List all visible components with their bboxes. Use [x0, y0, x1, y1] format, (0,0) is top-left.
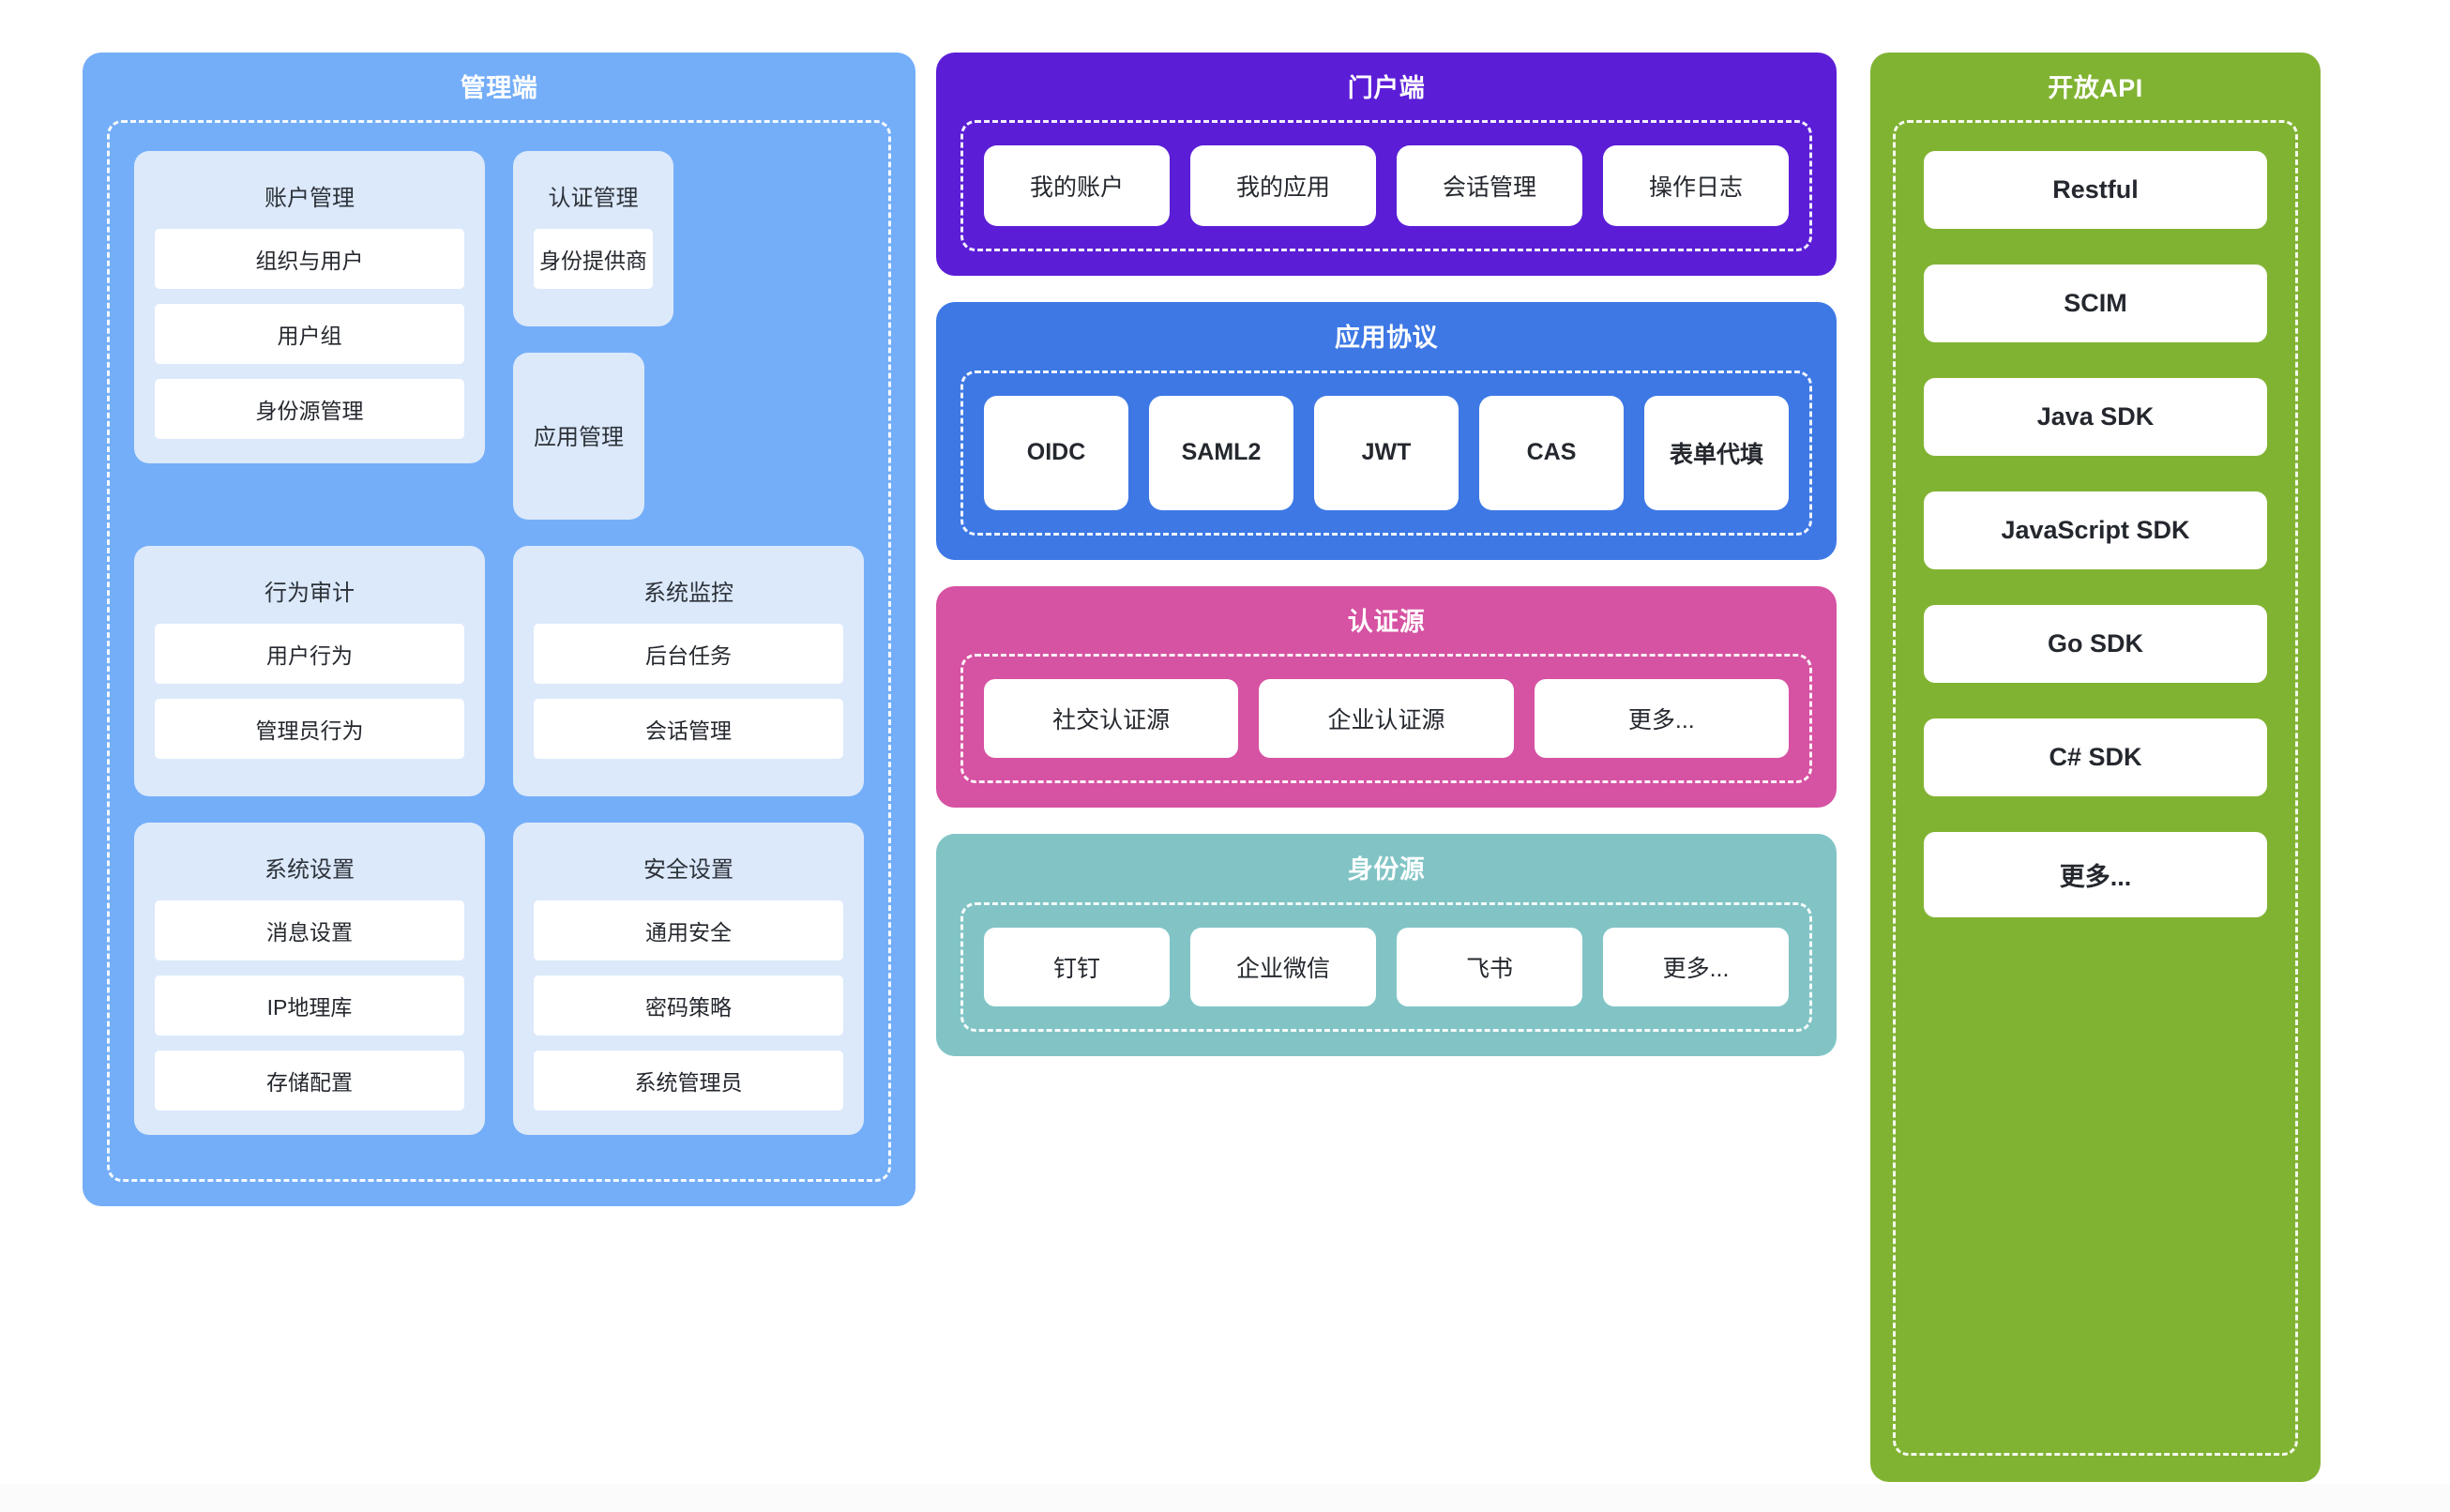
- chip-more-identity-source[interactable]: 更多...: [1603, 927, 1789, 1006]
- chip-feishu[interactable]: 飞书: [1397, 927, 1582, 1006]
- subcard-title: 认证管理: [548, 186, 639, 212]
- leaf-item[interactable]: 消息设置: [155, 900, 464, 961]
- leaf-item[interactable]: 用户组: [155, 304, 464, 365]
- api-item-go-sdk[interactable]: Go SDK: [1924, 605, 2267, 684]
- subcard-account-management[interactable]: 账户管理 组织与用户 用户组 身份源管理: [134, 151, 485, 464]
- leaf-item[interactable]: 用户行为: [155, 624, 464, 685]
- subcard-title: 账户管理: [265, 186, 355, 212]
- leaf-item[interactable]: 身份提供商: [534, 229, 653, 290]
- api-item-java-sdk[interactable]: Java SDK: [1924, 378, 2267, 457]
- chip-more-auth-source[interactable]: 更多...: [1534, 679, 1789, 759]
- admin-group-grid: 账户管理 组织与用户 用户组 身份源管理 认证管理 身份提供商: [134, 151, 864, 1136]
- leaf-item[interactable]: 管理员行为: [155, 699, 464, 760]
- auth-source-chip-row: 社交认证源 企业认证源 更多...: [984, 679, 1789, 759]
- subcard-auth-management[interactable]: 认证管理 身份提供商: [513, 151, 673, 327]
- chip-enterprise-auth-source[interactable]: 企业认证源: [1259, 679, 1514, 759]
- panel-admin: 管理端 账户管理 组织与用户 用户组 身份源管理 认: [83, 53, 915, 1206]
- panel-title-open-api: 开放API: [2048, 74, 2143, 102]
- auth-source-dashed-container: 社交认证源 企业认证源 更多...: [960, 654, 1812, 784]
- leaf-item[interactable]: 组织与用户: [155, 229, 464, 290]
- panel-auth-source: 认证源 社交认证源 企业认证源 更多...: [936, 585, 1837, 809]
- api-item-more[interactable]: 更多...: [1924, 832, 2267, 918]
- protocol-chip-row: OIDC SAML2 JWT CAS 表单代填: [984, 395, 1789, 510]
- bottom-strip: [0, 1484, 2450, 1512]
- panel-application-protocol: 应用协议 OIDC SAML2 JWT CAS 表单代填: [936, 302, 1837, 560]
- chip-saml2[interactable]: SAML2: [1149, 395, 1293, 510]
- subcard-title: 安全设置: [643, 857, 733, 884]
- subcard-security-settings[interactable]: 安全设置 通用安全 密码策略 系统管理员: [513, 823, 864, 1136]
- admin-dashed-container: 账户管理 组织与用户 用户组 身份源管理 认证管理 身份提供商: [107, 120, 891, 1183]
- diagram-grid: 管理端 账户管理 组织与用户 用户组 身份源管理 认: [83, 53, 2321, 1482]
- leaf-item[interactable]: 密码策略: [534, 975, 843, 1036]
- chip-my-apps[interactable]: 我的应用: [1190, 145, 1376, 227]
- chip-dingtalk[interactable]: 钉钉: [984, 927, 1170, 1006]
- identity-source-dashed-container: 钉钉 企业微信 飞书 更多...: [960, 901, 1812, 1032]
- identity-source-chip-row: 钉钉 企业微信 飞书 更多...: [984, 927, 1789, 1006]
- panel-title-admin: 管理端: [460, 74, 538, 102]
- chip-oidc[interactable]: OIDC: [984, 395, 1128, 510]
- panel-title-auth-source: 认证源: [1347, 607, 1426, 636]
- protocol-dashed-container: OIDC SAML2 JWT CAS 表单代填: [960, 370, 1812, 536]
- leaf-item[interactable]: 会话管理: [534, 699, 843, 760]
- api-item-csharp-sdk[interactable]: C# SDK: [1924, 718, 2267, 797]
- subcard-title: 系统设置: [265, 857, 355, 884]
- panel-title-protocol: 应用协议: [1335, 324, 1438, 353]
- subcard-title: 行为审计: [265, 581, 355, 607]
- chip-social-auth-source[interactable]: 社交认证源: [984, 679, 1239, 759]
- middle-column: 门户端 我的账户 我的应用 会话管理 操作日志 应用协议 OIDC SAML2: [936, 53, 1837, 1482]
- subcard-behavior-audit[interactable]: 行为审计 用户行为 管理员行为: [134, 546, 485, 797]
- chip-wecom[interactable]: 企业微信: [1190, 927, 1376, 1006]
- chip-cas[interactable]: CAS: [1479, 395, 1624, 510]
- leaf-item[interactable]: IP地理库: [155, 975, 464, 1036]
- leaf-item[interactable]: 身份源管理: [155, 379, 464, 440]
- subcard-system-settings[interactable]: 系统设置 消息设置 IP地理库 存储配置: [134, 823, 485, 1136]
- subcard-title: 应用管理: [534, 424, 624, 450]
- admin-right-stack-1: 认证管理 身份提供商 应用管理: [513, 151, 864, 521]
- api-item-scim[interactable]: SCIM: [1924, 265, 2267, 343]
- chip-operation-log[interactable]: 操作日志: [1603, 145, 1789, 227]
- api-item-javascript-sdk[interactable]: JavaScript SDK: [1924, 491, 2267, 570]
- chip-form-fill[interactable]: 表单代填: [1644, 395, 1789, 510]
- chip-session-management[interactable]: 会话管理: [1397, 145, 1582, 227]
- leaf-item[interactable]: 后台任务: [534, 624, 843, 685]
- panel-title-portal: 门户端: [1347, 74, 1426, 102]
- panel-title-identity-source: 身份源: [1347, 855, 1426, 885]
- open-api-column: 开放API Restful SCIM Java SDK JavaScript S…: [1870, 53, 2321, 1482]
- subcard-app-management[interactable]: 应用管理: [513, 353, 644, 521]
- chip-jwt[interactable]: JWT: [1314, 395, 1459, 510]
- leaf-item[interactable]: 系统管理员: [534, 1051, 843, 1111]
- panel-open-api: 开放API Restful SCIM Java SDK JavaScript S…: [1870, 53, 2321, 1482]
- chip-my-account[interactable]: 我的账户: [984, 145, 1170, 227]
- portal-dashed-container: 我的账户 我的应用 会话管理 操作日志: [960, 120, 1812, 252]
- portal-chip-row: 我的账户 我的应用 会话管理 操作日志: [984, 145, 1789, 227]
- open-api-dashed-container: Restful SCIM Java SDK JavaScript SDK Go …: [1893, 120, 2298, 1457]
- api-item-restful[interactable]: Restful: [1924, 151, 2267, 230]
- subcard-system-monitor[interactable]: 系统监控 后台任务 会话管理: [513, 546, 864, 797]
- leaf-item[interactable]: 存储配置: [155, 1051, 464, 1111]
- leaf-item[interactable]: 通用安全: [534, 900, 843, 961]
- subcard-title: 系统监控: [643, 581, 733, 607]
- panel-portal: 门户端 我的账户 我的应用 会话管理 操作日志: [936, 53, 1837, 277]
- panel-identity-source: 身份源 钉钉 企业微信 飞书 更多...: [936, 834, 1837, 1056]
- admin-column: 管理端 账户管理 组织与用户 用户组 身份源管理 认: [83, 53, 915, 1482]
